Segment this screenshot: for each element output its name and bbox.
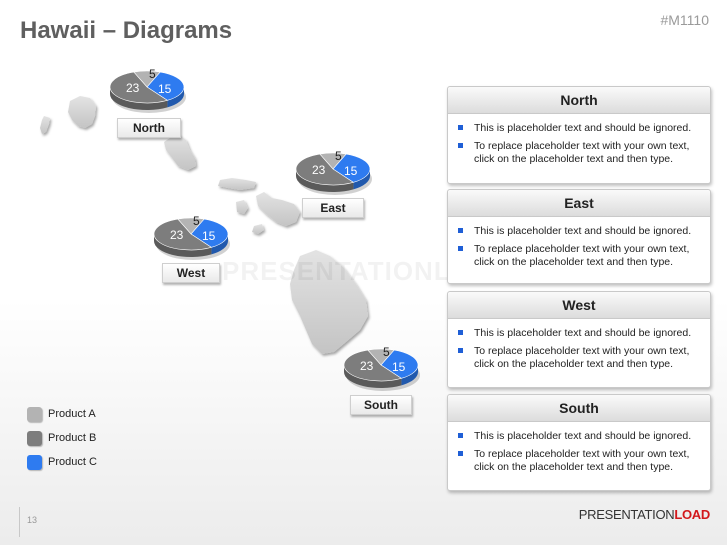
island-maui (256, 192, 300, 226)
island-kahoolawe (252, 224, 264, 234)
legend-label: Product B (48, 432, 97, 444)
legend-label: Product C (48, 456, 97, 468)
pie-label-b: 23 (170, 228, 184, 242)
region-label-west: West (162, 263, 220, 283)
legend-swatch (27, 407, 42, 422)
brand-logo: PRESENTATIONLOAD (578, 507, 711, 522)
bullet-square-icon (458, 143, 463, 148)
bullet-item: To replace placeholder text with your ow… (458, 140, 700, 166)
bullet-square-icon (458, 246, 463, 251)
pie-label-a: 5 (193, 214, 200, 228)
bullet-square-icon (458, 348, 463, 353)
slide-code: #M1110 (660, 12, 709, 28)
pie-slice-b (153, 218, 213, 251)
bullet-item: To replace placeholder text with your ow… (458, 243, 700, 269)
panel-title: East (448, 190, 710, 217)
panel-east: East This is placeholder text and should… (447, 189, 711, 284)
pie-slice-c (380, 349, 419, 379)
island-big-island (290, 250, 368, 354)
page-number: 13 (27, 515, 38, 525)
footer-divider (19, 507, 20, 537)
pie-slice-b (109, 71, 169, 104)
legend-label: Product A (48, 408, 96, 420)
pie-west: 23 155 (153, 214, 230, 260)
pie-north: 23 155 (109, 67, 186, 113)
pie-label-c: 15 (158, 82, 172, 96)
pie-slice-side-b (154, 234, 212, 257)
pie-slice-b (295, 153, 355, 186)
panel-title: South (448, 395, 710, 422)
panel-south: South This is placeholder text and shoul… (447, 394, 711, 491)
bullet-item: This is placeholder text and should be i… (458, 430, 700, 443)
bullet-square-icon (458, 433, 463, 438)
pie-slice-b (343, 349, 403, 382)
bullet-item: To replace placeholder text with your ow… (458, 448, 700, 474)
island-oahu (164, 134, 196, 170)
legend-swatch (27, 431, 42, 446)
bullet-item: This is placeholder text and should be i… (458, 122, 700, 135)
pie-slice-c (332, 153, 371, 183)
pie-east: 23 155 (295, 149, 372, 195)
bullet-item: This is placeholder text and should be i… (458, 327, 700, 340)
pie-slice-side-b (296, 169, 354, 192)
island-niihau (40, 116, 50, 134)
panel-north: North This is placeholder text and shoul… (447, 86, 711, 184)
pie-label-c: 15 (202, 229, 216, 243)
pie-label-a: 5 (383, 345, 390, 359)
pie-south: 23 155 (343, 345, 420, 391)
bullet-item: This is placeholder text and should be i… (458, 225, 700, 238)
region-label-east: East (302, 198, 364, 218)
panel-title: North (448, 87, 710, 114)
pie-label-c: 15 (344, 164, 358, 178)
bullet-square-icon (458, 330, 463, 335)
bullet-square-icon (458, 125, 463, 130)
pie-label-b: 23 (360, 359, 374, 373)
pie-label-a: 5 (335, 149, 342, 163)
island-lanai (236, 200, 248, 214)
pie-slice-c (146, 71, 185, 101)
island-kauai (68, 96, 96, 128)
pie-slice-side-b (110, 87, 168, 110)
island-molokai (218, 178, 256, 190)
pie-label-c: 15 (392, 360, 406, 374)
pie-label-b: 23 (126, 81, 140, 95)
legend-swatch (27, 455, 42, 470)
pie-label-b: 23 (312, 163, 326, 177)
bullet-square-icon (458, 451, 463, 456)
pie-label-a: 5 (149, 67, 156, 81)
pie-slice-c (190, 218, 229, 248)
panel-west: West This is placeholder text and should… (447, 291, 711, 388)
bullet-square-icon (458, 228, 463, 233)
slide-title: Hawaii – Diagrams (20, 17, 233, 44)
pie-slice-side-b (344, 365, 402, 388)
region-label-south: South (350, 395, 412, 415)
panel-title: West (448, 292, 710, 319)
region-label-north: North (117, 118, 181, 138)
bullet-item: To replace placeholder text with your ow… (458, 345, 700, 371)
